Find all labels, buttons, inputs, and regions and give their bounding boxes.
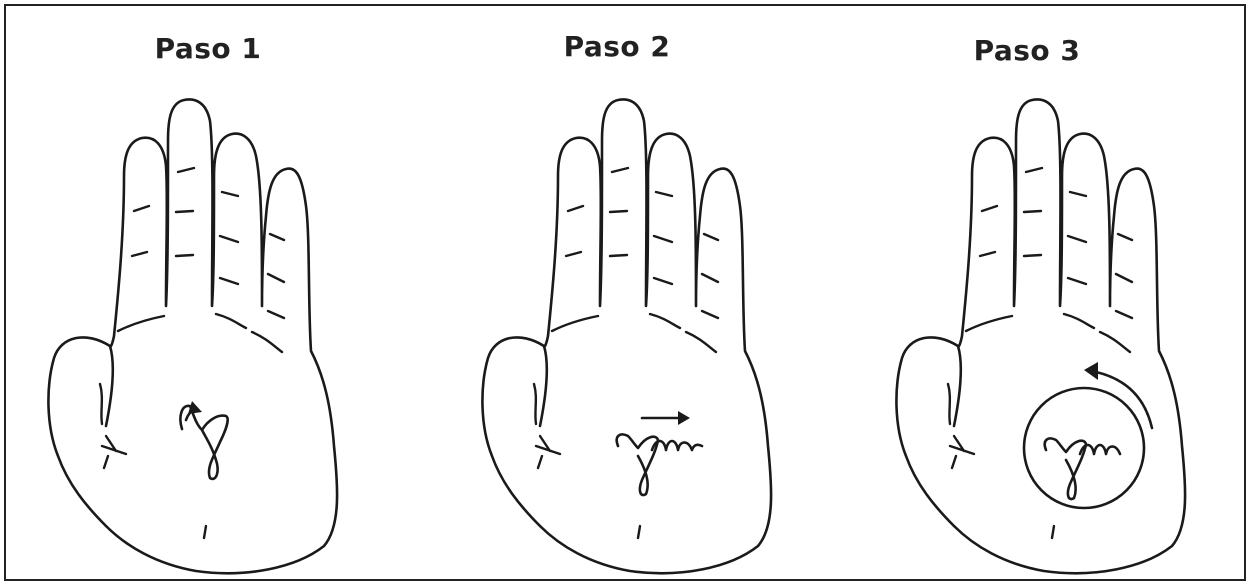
step-panel-2: Paso 2 [420, 6, 834, 583]
hand-illustration-3 [834, 6, 1248, 583]
hand-outline [896, 99, 1185, 573]
hand-outline [482, 99, 771, 573]
hand-illustration-2 [420, 6, 834, 583]
gesture-loop-stroke [180, 401, 227, 479]
diagram-frame: Paso 1 [4, 4, 1246, 581]
hand-outline [48, 99, 337, 573]
palm-creases [534, 314, 716, 538]
step-panel-3: Paso 3 [834, 6, 1248, 583]
gesture-circle-around [1024, 362, 1152, 508]
step-panel-1: Paso 1 [6, 6, 420, 583]
palm-creases [100, 314, 282, 538]
hand-illustration-1 [6, 6, 420, 583]
gesture-loop-with-zigzag [617, 411, 702, 495]
